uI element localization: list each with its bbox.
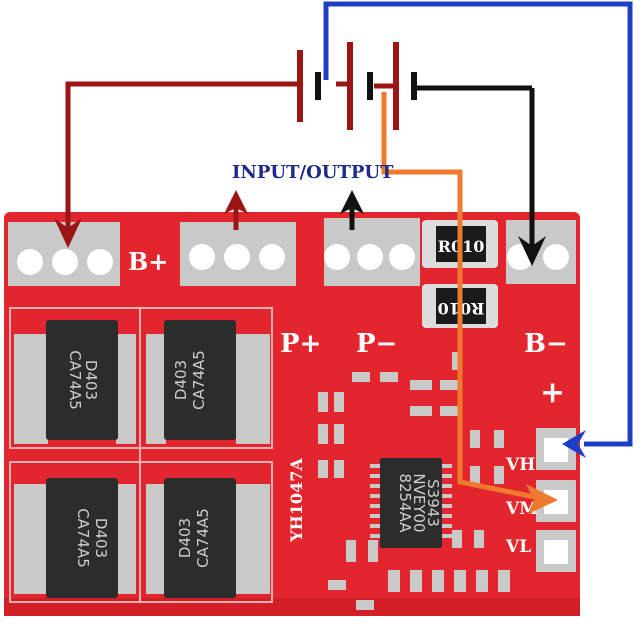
label-plus-sign: + [540, 375, 565, 410]
pcb-lower-trim [4, 598, 580, 616]
smd-components [318, 352, 510, 610]
arrow-io-input [340, 190, 364, 214]
mosfet-3-marking-2: CA74A5 [74, 508, 92, 568]
mosfet-4-marking-1: D403 [176, 518, 194, 558]
mosfet-4: D403 CA74A5 [146, 478, 270, 598]
mosfet-2-marking-1: D403 [172, 360, 190, 400]
mosfet-3: D403 CA74A5 [14, 478, 136, 598]
arrow-blue [562, 430, 586, 458]
balance-pads [536, 428, 576, 572]
label-b-minus: B− [524, 329, 568, 359]
arrow-b-plus [54, 218, 82, 248]
mosfet-4-marking-2: CA74A5 [194, 508, 212, 568]
battery-symbol [297, 42, 417, 130]
label-vl: VL [505, 537, 531, 557]
arrow-orange [526, 484, 558, 514]
io-label: INPUT/OUTPUT [232, 162, 394, 183]
wire-orange [381, 92, 541, 501]
mosfet-1-marking-2: CA74A5 [66, 350, 84, 410]
wire-blue [323, 1, 633, 447]
mosfet-2-marking-2: CA74A5 [190, 350, 208, 410]
wire-b-plus [65, 81, 300, 232]
label-p-minus: P− [356, 329, 397, 359]
pad-strip-b-plus [8, 222, 120, 286]
pad-strip-p-plus [180, 222, 296, 286]
ic-marking-3: S3943 [424, 479, 442, 527]
mosfet-2: D403 CA74A5 [146, 320, 270, 444]
pad-strip-p-minus [324, 218, 420, 286]
board-model-label: YH1047A [287, 458, 306, 543]
ic-marking-2: NVEY00 [410, 473, 428, 532]
label-p-plus: P+ [280, 329, 321, 359]
mosfet-1-marking-1: D403 [82, 360, 100, 400]
label-vm: VM [505, 499, 538, 519]
arrow-b-minus [518, 236, 546, 266]
pad-strip-b-minus [506, 220, 576, 284]
protection-ic: 8254AA NVEY00 S3943 [370, 458, 452, 548]
mosfet-1: D403 CA74A5 [14, 320, 136, 444]
label-vh: VH [505, 455, 535, 475]
ic-marking-1: 8254AA [396, 473, 414, 533]
label-b-plus: B+ [128, 247, 168, 276]
mosfet-3-marking-1: D403 [92, 518, 110, 558]
arrow-io-output [224, 190, 248, 214]
